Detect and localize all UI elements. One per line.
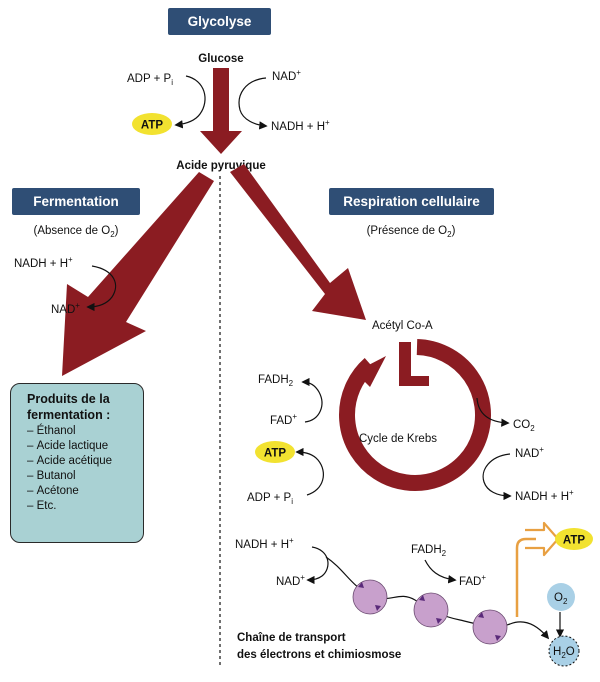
product-item: Éthanol	[27, 424, 133, 439]
etc-fadh-label: FADH2	[411, 544, 447, 558]
acide-pyruvique-label: Acide pyruvique	[176, 160, 265, 172]
krebs-cycle-label: Cycle de Krebs	[359, 433, 437, 445]
glycolysis-adp-label: ADP + Pi	[127, 73, 173, 87]
respiration-main-arrow	[230, 164, 366, 320]
krebs-nadh-curve	[482, 453, 512, 501]
protein-complex	[413, 592, 449, 628]
glycolysis-atp-curve	[174, 75, 206, 129]
krebs-fadh-label: FADH2	[258, 374, 294, 388]
krebs-atp-curve	[295, 447, 324, 496]
krebs-nadh-label: NADH + H+	[515, 488, 574, 503]
krebs-atp-label: ATP	[264, 448, 286, 460]
acetyl-coa-entry	[399, 342, 429, 386]
fermentation-nad-label: NAD+	[51, 301, 80, 316]
krebs-co2-curve	[476, 397, 510, 427]
etc-fad-curve	[424, 559, 457, 584]
krebs-fadh-curve	[301, 377, 323, 423]
product-item: Etc.	[27, 499, 133, 514]
h2o-molecule	[548, 635, 580, 667]
krebs-atp-badge	[255, 441, 295, 463]
fermentation-header-label: Fermentation	[33, 194, 119, 209]
products-list: Éthanol Acide lactique Acide acétique Bu…	[27, 424, 133, 514]
glycolysis-atp-label: ATP	[141, 120, 163, 132]
respiration-condition: (Présence de O2)	[367, 225, 456, 239]
product-item: Acide acétique	[27, 454, 133, 469]
fermentation-nad-curve	[86, 265, 117, 312]
glycolyse-header: Glycolyse	[168, 8, 271, 35]
respiration-header: Respiration cellulaire	[329, 188, 494, 215]
krebs-adp-label: ADP + Pi	[247, 492, 293, 506]
protein-complex	[472, 609, 508, 645]
krebs-co2-label: CO2	[513, 419, 535, 433]
etc-fad-label: FAD+	[459, 573, 486, 588]
etc-nad-curve	[306, 546, 329, 585]
glycolysis-nad-label: NAD+	[272, 68, 301, 83]
etc-atp-badge	[555, 528, 593, 550]
krebs-cycle-ring	[339, 339, 491, 491]
o2-label: O2	[554, 592, 568, 606]
respiration-header-label: Respiration cellulaire	[343, 194, 480, 209]
glycolysis-main-arrow	[200, 68, 242, 154]
krebs-fad-label: FAD+	[270, 412, 297, 427]
fermentation-nadh-label: NADH + H+	[14, 255, 73, 270]
h2o-label: H2O	[553, 646, 575, 660]
product-item: Butanol	[27, 469, 133, 484]
etc-label-line2: des électrons et chimiosmose	[237, 649, 401, 661]
glycolysis-atp-badge	[132, 113, 172, 135]
etc-nad-label: NAD+	[276, 573, 305, 588]
products-title-line2: fermentation :	[27, 408, 111, 422]
krebs-cycle-arrowhead	[355, 356, 386, 387]
krebs-nad-label: NAD+	[515, 445, 544, 460]
glycolysis-nadh-curve	[238, 77, 268, 130]
fermentation-main-arrow	[62, 172, 214, 376]
glucose-label: Glucose	[198, 53, 243, 65]
fermentation-header: Fermentation	[12, 188, 140, 215]
products-title-line1: Produits de la	[27, 392, 110, 406]
etc-atp-label: ATP	[563, 535, 585, 547]
protein-complex	[352, 579, 388, 615]
o2-molecule	[547, 583, 575, 611]
glycolysis-nadh-label: NADH + H+	[271, 118, 330, 133]
etc-label-line1: Chaîne de transport	[237, 632, 346, 644]
glycolyse-header-label: Glycolyse	[188, 14, 252, 29]
fermentation-products-box: Produits de la fermentation : Éthanol Ac…	[10, 383, 144, 543]
atp-synthase-path	[515, 537, 536, 617]
product-item: Acétone	[27, 484, 133, 499]
product-item: Acide lactique	[27, 439, 133, 454]
fermentation-condition: (Absence de O2)	[33, 225, 118, 239]
acetyl-coa-label: Acétyl Co-A	[372, 320, 433, 332]
etc-nadh-label: NADH + H+	[235, 536, 294, 551]
